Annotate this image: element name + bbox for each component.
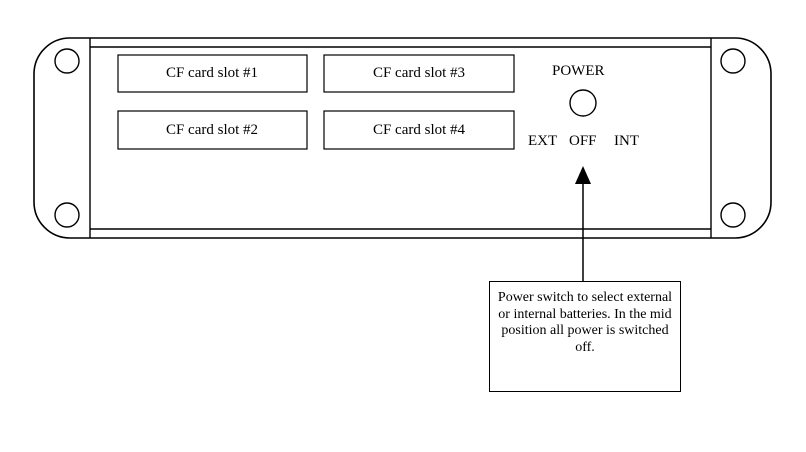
cf-slot-1-label: CF card slot #1 xyxy=(165,65,259,81)
cf-slot-2-box xyxy=(117,110,308,150)
power-switch-callout: Power switch to select external or inter… xyxy=(489,281,681,392)
power-position-off: OFF xyxy=(569,133,597,149)
cf-slot-3-box xyxy=(323,54,515,93)
mounting-hole-top-left xyxy=(54,48,80,74)
power-switch-icon xyxy=(569,89,597,117)
mounting-hole-top-right xyxy=(720,48,746,74)
cf-slot-2-label: CF card slot #2 xyxy=(165,122,259,138)
arrow-up-icon xyxy=(575,166,591,184)
cf-slot-4-label: CF card slot #4 xyxy=(372,122,466,138)
power-position-int: INT xyxy=(614,133,639,149)
power-title: POWER xyxy=(552,63,605,79)
power-position-ext: EXT xyxy=(528,133,558,149)
cf-slot-4-box xyxy=(323,110,515,150)
cf-slot-3-label: CF card slot #3 xyxy=(372,65,466,81)
mounting-hole-bottom-left xyxy=(54,202,80,228)
cf-slot-1-box xyxy=(117,54,308,93)
mounting-hole-bottom-right xyxy=(720,202,746,228)
panel-outline xyxy=(33,37,772,239)
